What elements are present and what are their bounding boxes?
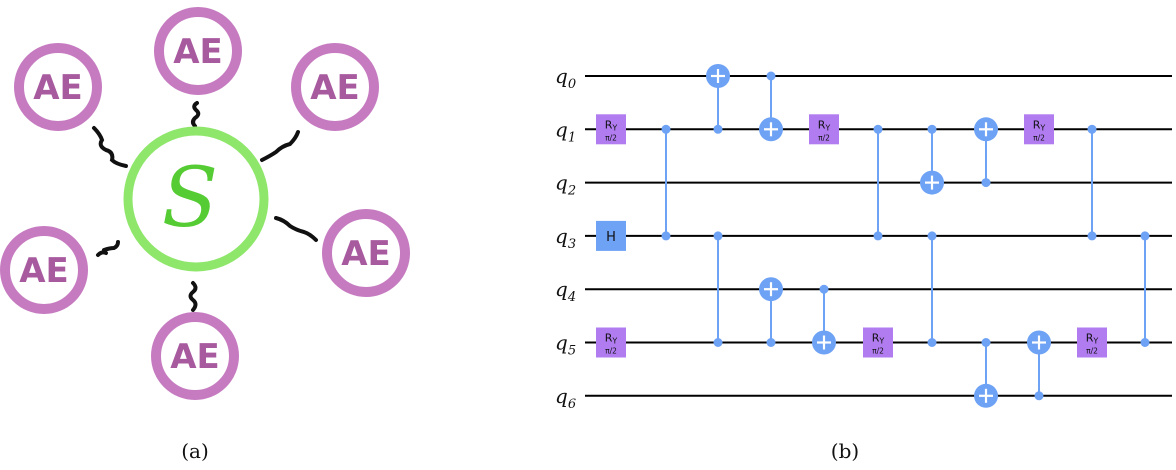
control-dot bbox=[661, 124, 671, 134]
cz-gate bbox=[1140, 231, 1150, 347]
qubit-label: q2 bbox=[555, 171, 576, 199]
control-dot bbox=[1087, 124, 1097, 134]
cx-gate bbox=[974, 117, 998, 188]
interaction-squiggle bbox=[260, 130, 300, 162]
control-dot bbox=[713, 338, 723, 347]
ry-gate-angle: π/2 bbox=[1086, 347, 1098, 356]
interaction-lines bbox=[92, 101, 318, 312]
environment-label: AE bbox=[310, 68, 360, 108]
ry-gate-box bbox=[596, 114, 626, 145]
cx-gate bbox=[1027, 330, 1051, 401]
ry-gate: RYπ/2 bbox=[1077, 327, 1107, 358]
environment-node: AE bbox=[14, 43, 102, 131]
ry-gate: RYπ/2 bbox=[596, 327, 626, 358]
control-dot bbox=[766, 338, 776, 347]
environment-node: AE bbox=[151, 312, 239, 400]
qubit-labels: q0 q1 q2 q3 q4 q5 q6 bbox=[555, 64, 576, 412]
environment-node: AE bbox=[322, 209, 410, 297]
ry-gate-box bbox=[1024, 114, 1054, 145]
environment-node: AE bbox=[0, 226, 88, 314]
cx-gate bbox=[759, 71, 783, 142]
ry-gate-angle: π/2 bbox=[605, 133, 617, 142]
control-dot bbox=[927, 231, 937, 241]
environment-node: AE bbox=[291, 43, 379, 131]
ry-gate-angle: π/2 bbox=[872, 347, 884, 356]
interaction-squiggle bbox=[96, 240, 120, 257]
cx-gate bbox=[974, 338, 998, 408]
environment-label: AE bbox=[33, 68, 83, 108]
environment-label: AE bbox=[341, 234, 391, 274]
cz-gate bbox=[713, 231, 723, 347]
interaction-squiggle bbox=[274, 216, 318, 242]
control-dot bbox=[927, 338, 937, 347]
ry-gate-box bbox=[596, 327, 626, 358]
ry-gate-box bbox=[1077, 327, 1107, 358]
interaction-squiggle bbox=[188, 281, 198, 312]
cx-gate bbox=[759, 277, 783, 347]
qubit-label: q6 bbox=[555, 384, 576, 412]
ry-gate-angle: π/2 bbox=[605, 347, 617, 356]
h-gate-label: H bbox=[606, 230, 616, 245]
panel-a-diagram: S AE AE AE AE AE AE (a) bbox=[0, 7, 410, 463]
qubit-label: q5 bbox=[555, 331, 576, 359]
cx-gate bbox=[706, 64, 730, 134]
environment-node: AE bbox=[154, 7, 242, 95]
panel-a-caption: (a) bbox=[181, 439, 209, 463]
environment-label: AE bbox=[170, 337, 220, 377]
control-dot bbox=[1034, 391, 1044, 401]
qubit-label: q1 bbox=[555, 117, 576, 145]
cz-gate bbox=[873, 124, 883, 241]
cz-gate bbox=[661, 124, 671, 241]
qubit-label: q0 bbox=[555, 64, 576, 92]
panel-b-caption: (b) bbox=[831, 439, 859, 463]
ry-gate-angle: π/2 bbox=[1033, 133, 1045, 142]
control-dot bbox=[873, 124, 883, 134]
control-dot bbox=[927, 124, 937, 134]
ry-gate-angle: π/2 bbox=[818, 133, 830, 142]
control-dot bbox=[873, 231, 883, 241]
control-dot bbox=[1140, 338, 1150, 347]
system-label: S bbox=[162, 151, 218, 246]
cx-gate bbox=[920, 124, 944, 195]
control-dot bbox=[661, 231, 671, 241]
environment-label: AE bbox=[173, 32, 223, 72]
ry-gate-box bbox=[809, 114, 839, 145]
control-dot bbox=[766, 71, 776, 81]
control-dot bbox=[819, 284, 829, 294]
ry-gate: RYπ/2 bbox=[863, 327, 893, 358]
h-gate-box bbox=[596, 220, 626, 251]
cz-gate bbox=[1087, 124, 1097, 241]
ry-gate: RYπ/2 bbox=[596, 114, 626, 145]
control-dot bbox=[1087, 231, 1097, 241]
cz-gate bbox=[927, 231, 937, 347]
environment-label: AE bbox=[19, 251, 69, 291]
interaction-squiggle bbox=[191, 101, 201, 128]
control-dot bbox=[981, 338, 991, 347]
h-gate: H bbox=[596, 220, 626, 251]
control-dot bbox=[713, 231, 723, 241]
control-dot bbox=[1140, 231, 1150, 241]
ry-gate: RYπ/2 bbox=[809, 114, 839, 145]
ry-gate-box bbox=[863, 327, 893, 358]
system-node: S bbox=[123, 126, 269, 272]
interaction-squiggle bbox=[92, 126, 128, 168]
qubit-label: q4 bbox=[555, 277, 576, 305]
cx-gate bbox=[812, 284, 836, 355]
control-dot bbox=[713, 124, 723, 134]
control-dot bbox=[981, 178, 991, 188]
qubit-label: q3 bbox=[555, 224, 576, 252]
ry-gate: RYπ/2 bbox=[1024, 114, 1054, 145]
